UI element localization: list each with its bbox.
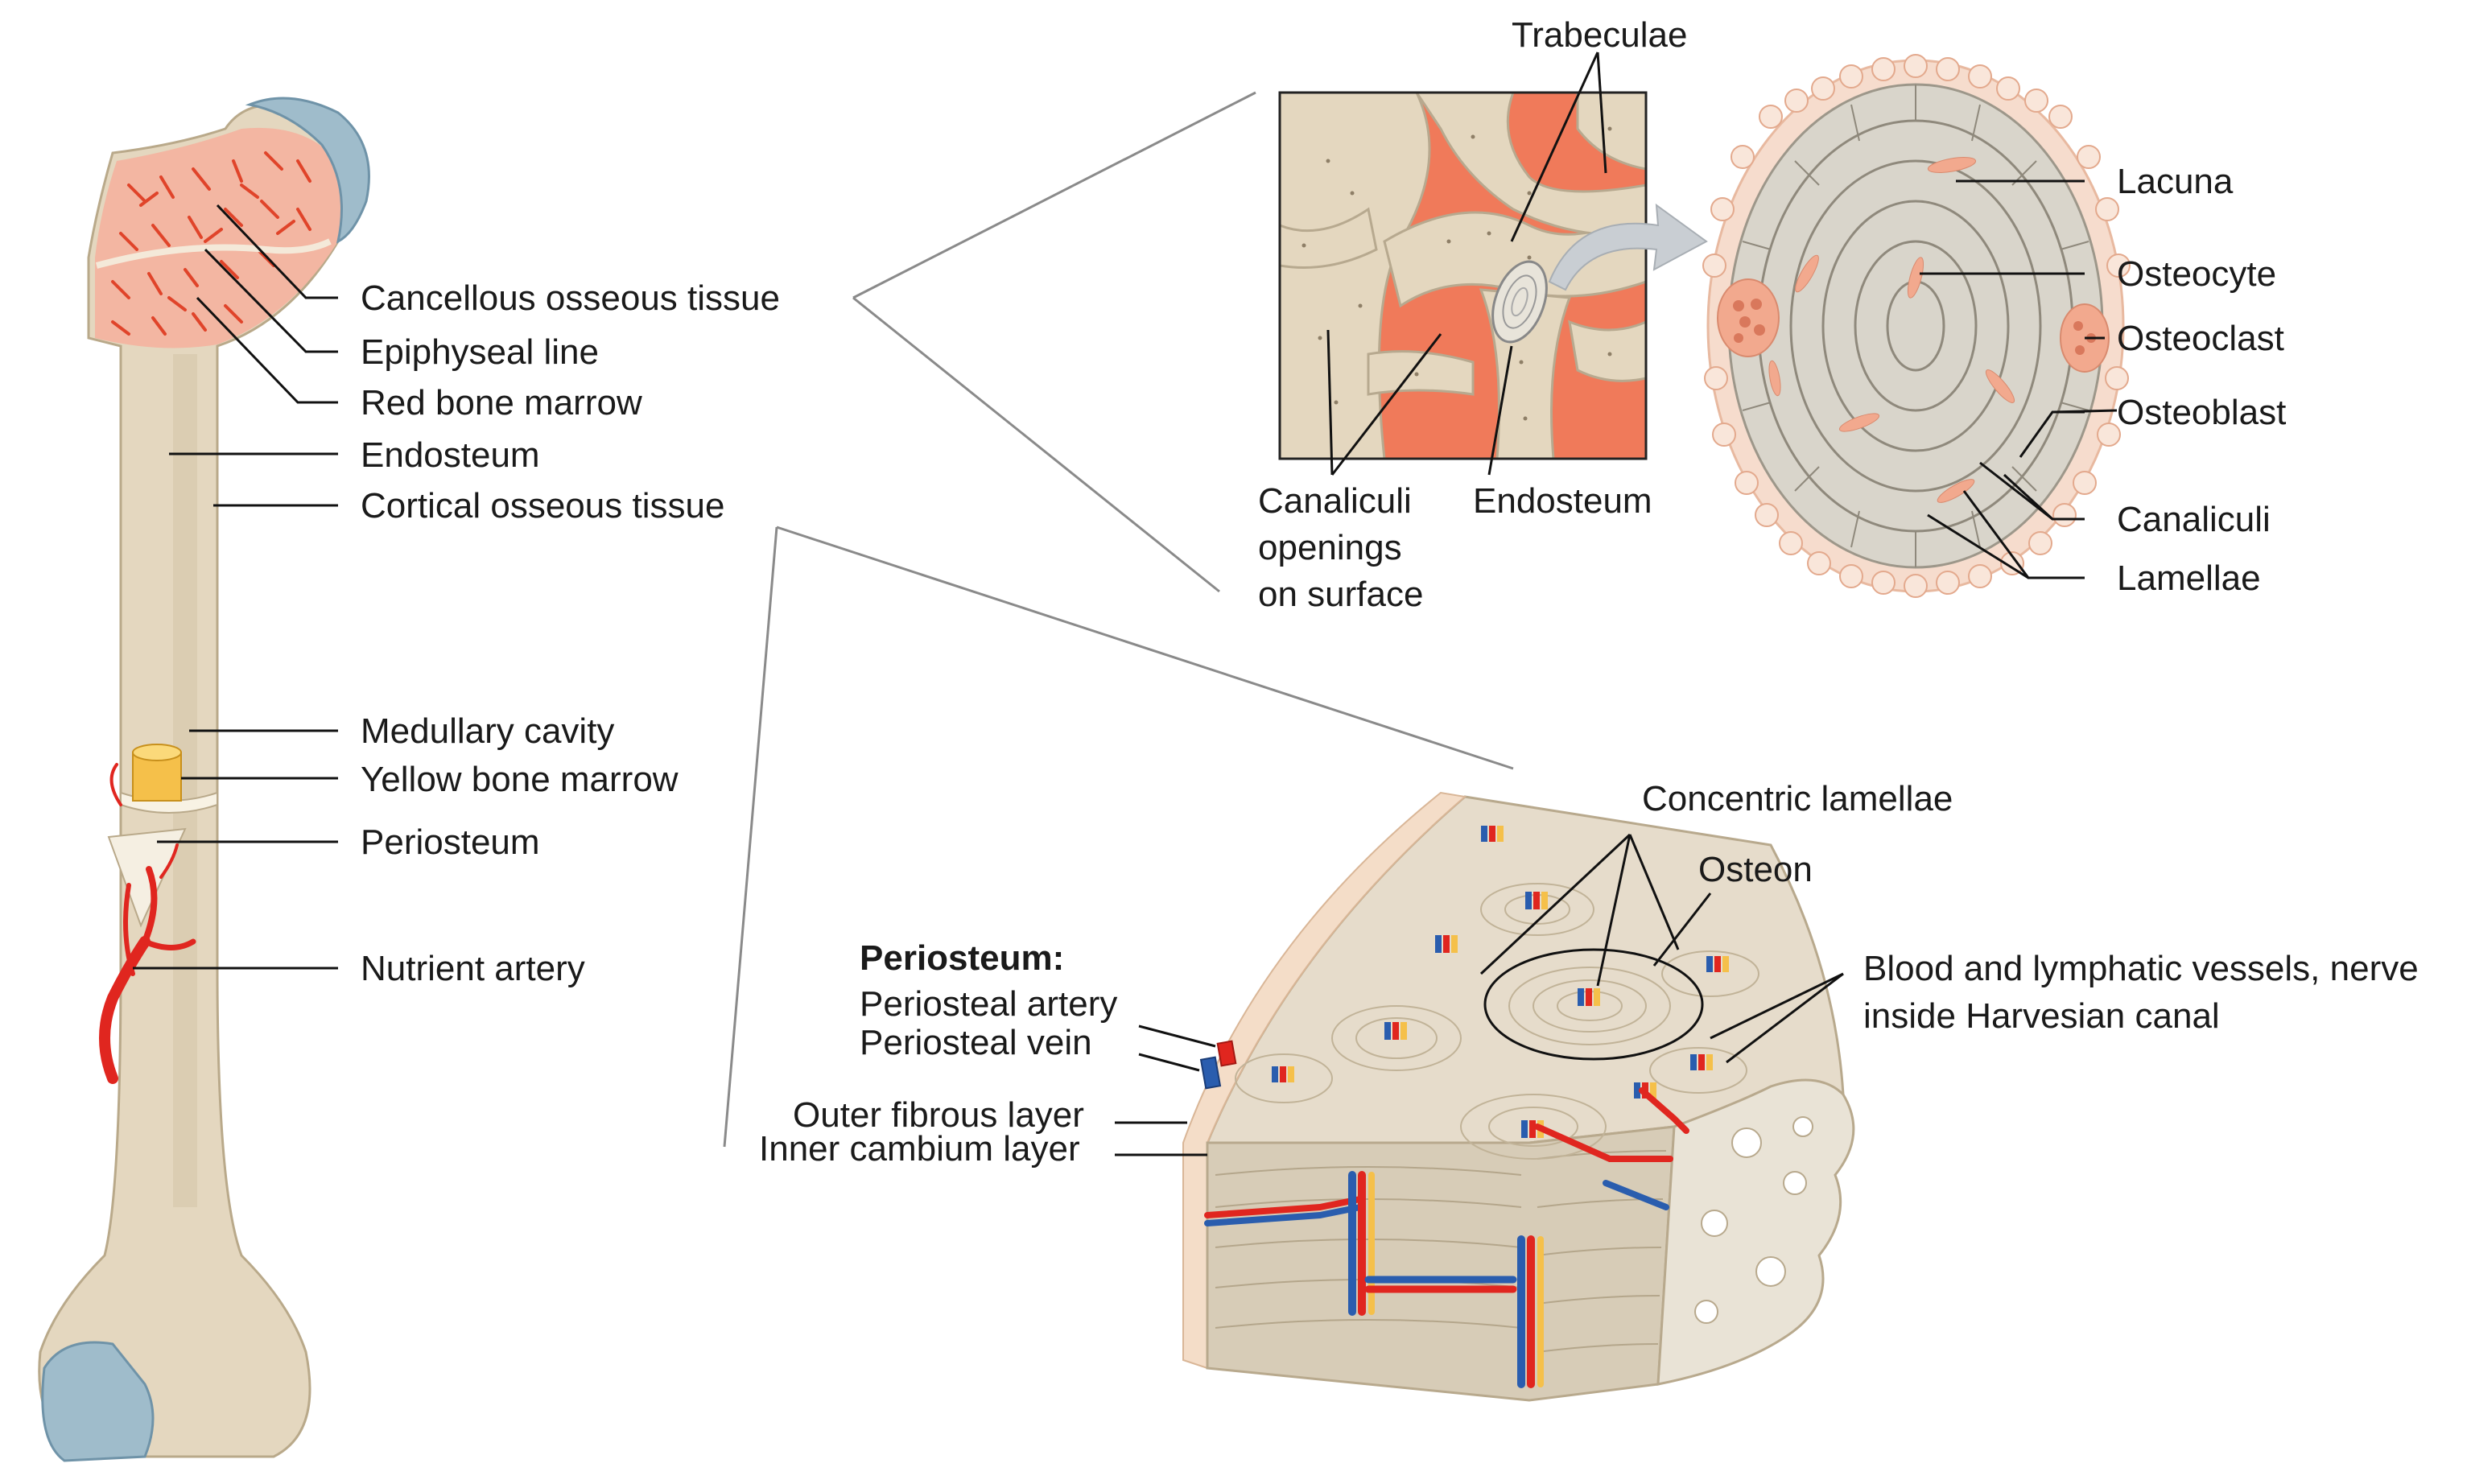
nutrient-artery — [99, 763, 196, 1084]
label-periosteal-artery: Periosteal artery — [860, 984, 1117, 1024]
compact-bone-spongy-edge — [1656, 1078, 1855, 1386]
trabeculae-network — [1280, 93, 1646, 459]
trabecula-section-labels: Lacuna Osteocyte Osteoclast Osteoblast C… — [2117, 162, 2286, 598]
label-osteoblast: Osteoblast — [2117, 393, 2286, 432]
label-canaliculi-openings-line1: Canaliculi — [1258, 481, 1412, 521]
osteon-rings — [1235, 883, 1759, 1160]
compact-bone-block — [1182, 791, 1855, 1402]
spongy-bone-labels: Trabeculae Canaliculi openings on surfac… — [1258, 15, 1688, 614]
label-cortical-osseous-tissue: Cortical osseous tissue — [361, 486, 724, 526]
label-endosteum-spongy: Endosteum — [1473, 481, 1652, 521]
spongy-bone-frame — [1278, 91, 1648, 460]
label-periosteum: Periosteum — [361, 822, 540, 862]
label-osteocyte: Osteocyte — [2117, 254, 2276, 294]
volkmann-vessels-top — [1534, 1087, 1689, 1210]
vessel-bundle — [1525, 892, 1548, 909]
label-periosteum-heading: Periosteum: — [860, 938, 1064, 978]
femur-red-marrow-texture — [111, 151, 311, 336]
label-nutrient-artery: Nutrient artery — [361, 949, 585, 988]
compact-bone-leader-lines — [1115, 833, 1844, 1156]
zoom-lines — [723, 91, 1514, 1148]
periosteum-outer-layer — [1182, 791, 1467, 1370]
vessel-bundle — [1384, 1022, 1407, 1040]
vessel-bundle — [1690, 1054, 1713, 1070]
epiphyseal-line — [95, 238, 332, 269]
periosteal-vessels — [1199, 1040, 1237, 1090]
osteon-highlight-circle — [1483, 948, 1704, 1061]
vessel-bundle — [1435, 935, 1458, 953]
label-osteoclast: Osteoclast — [2117, 319, 2284, 358]
osteoblast-cells — [1702, 54, 2131, 598]
spongy-bone-leader-lines — [1326, 52, 1607, 476]
label-vessels-line2: inside Harvesian canal — [1863, 996, 2220, 1036]
compact-bone-front-face — [1206, 1125, 1676, 1402]
long-bone-leader-lines — [133, 204, 338, 970]
trabecula-section-illustration — [1702, 54, 2131, 598]
femur-cancellous-region — [95, 127, 353, 348]
long-bone-illustration — [38, 97, 370, 1462]
label-canaliculi-openings-line2: openings — [1258, 528, 1402, 567]
label-lamellae: Lamellae — [2117, 559, 2261, 598]
label-epiphyseal-line: Epiphyseal line — [361, 332, 599, 372]
label-osteon: Osteon — [1698, 850, 1813, 889]
vessel-bundle — [1706, 956, 1729, 972]
femur-shaft-shading — [173, 354, 197, 1207]
vessel-bundle — [1272, 1066, 1294, 1082]
spongy-edge-holes — [1694, 1116, 1813, 1324]
label-red-bone-marrow: Red bone marrow — [361, 383, 642, 423]
yellow-bone-marrow-cylinder — [132, 744, 182, 802]
trabecula-matrix — [1727, 83, 2104, 569]
label-trabeculae: Trabeculae — [1512, 15, 1688, 55]
label-canaliculi-openings-line3: on surface — [1258, 575, 1423, 614]
compact-bone-labels: Concentric lamellae Osteon Blood and lym… — [759, 779, 2419, 1169]
label-yellow-bone-marrow: Yellow bone marrow — [361, 760, 679, 799]
periosteum-flap — [107, 827, 187, 928]
label-vessels-line1: Blood and lymphatic vessels, nerve — [1863, 949, 2419, 988]
label-outer-fibrous-layer: Outer fibrous layer — [793, 1095, 1084, 1135]
long-bone-labels: Cancellous osseous tissue Epiphyseal lin… — [361, 278, 780, 988]
label-endosteum: Endosteum — [361, 435, 540, 475]
spongy-bone-panel — [1278, 91, 1708, 460]
articular-cartilage-bottom — [41, 1341, 155, 1462]
label-concentric-lamellae: Concentric lamellae — [1642, 779, 1953, 818]
trabecula-section-leader-lines — [1920, 179, 2118, 579]
vessel-bundle — [1578, 988, 1600, 1006]
magnify-arrow — [1548, 203, 1708, 291]
front-face-vessels — [1204, 1171, 1544, 1388]
label-cancellous-osseous-tissue: Cancellous osseous tissue — [361, 278, 780, 318]
label-lacuna: Lacuna — [2117, 162, 2234, 201]
label-inner-cambium-layer: Inner cambium layer — [759, 1129, 1080, 1169]
trabecula-cross-section-small — [1491, 260, 1548, 344]
label-canaliculi-section: Canaliculi — [2117, 500, 2271, 539]
canaliculi-dots — [1302, 126, 1612, 421]
osteoclast-left — [1717, 278, 1780, 357]
label-periosteal-vein: Periosteal vein — [860, 1023, 1092, 1062]
lacunae — [1768, 157, 2015, 503]
label-medullary-cavity: Medullary cavity — [361, 711, 614, 751]
articular-cartilage-top — [245, 97, 370, 244]
vessel-bundle — [1481, 826, 1504, 842]
